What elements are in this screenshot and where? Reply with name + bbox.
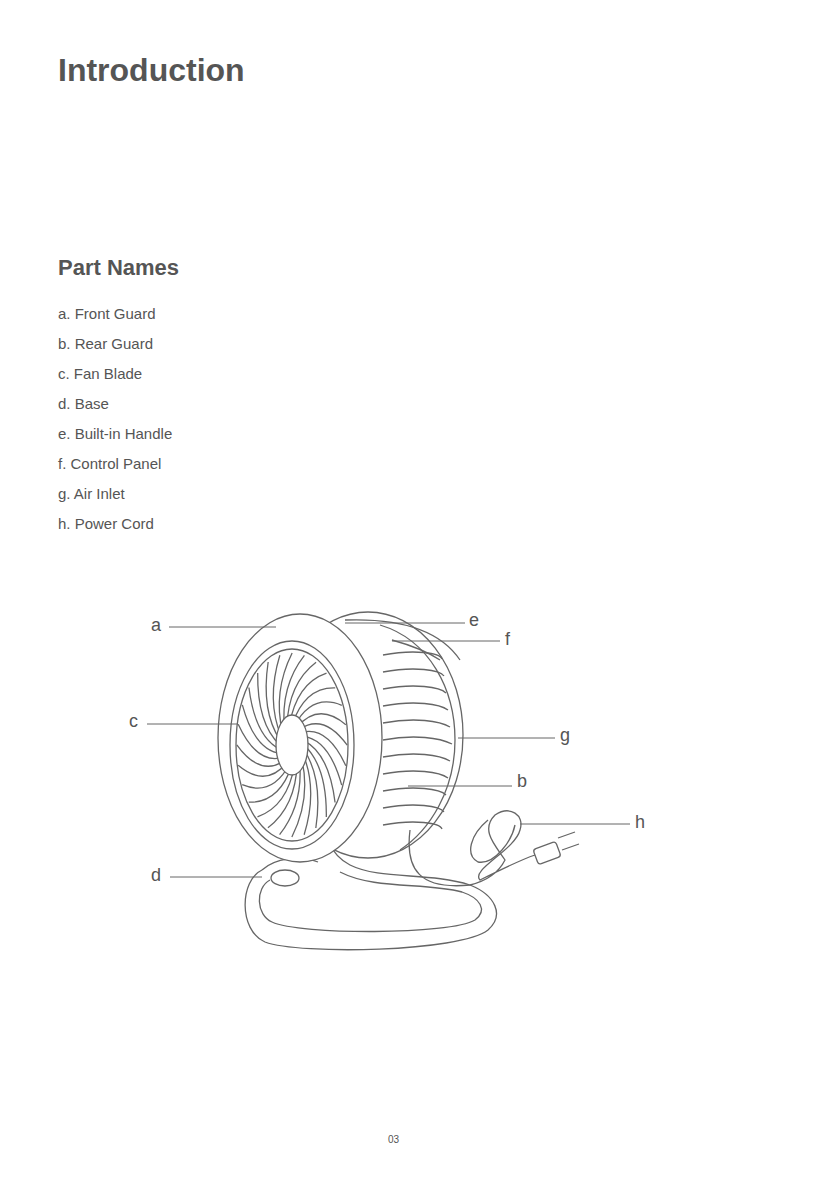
callout-letter: f — [505, 630, 510, 650]
part-name: f. Control Panel — [58, 456, 161, 473]
plug-prongs — [558, 832, 579, 850]
fan-blades — [237, 653, 347, 837]
part-name: e. Built-in Handle — [58, 426, 172, 443]
grill-ring — [236, 649, 348, 841]
page-number: 03 — [388, 1134, 399, 1145]
leader-line — [408, 786, 512, 787]
leader-line — [392, 641, 500, 642]
fan-drawing — [218, 612, 579, 950]
base-button — [271, 870, 299, 886]
callout-letter: b — [517, 772, 527, 792]
leader-line — [520, 824, 630, 825]
base-inner — [259, 872, 481, 932]
hub — [276, 715, 308, 775]
callout-letter: c — [129, 712, 138, 732]
part-name: d. Base — [58, 396, 109, 413]
leader-line — [345, 623, 465, 624]
cord-loop — [471, 820, 515, 862]
air-inlet-rim — [380, 625, 455, 850]
section-heading: Part Names — [58, 256, 179, 280]
inlet-slat — [383, 686, 446, 693]
callout-letter: d — [151, 866, 161, 886]
plug — [533, 841, 561, 864]
inlet-slat — [383, 737, 452, 744]
inlet-slat — [383, 754, 450, 761]
power-cord — [409, 811, 535, 886]
front-guard — [218, 614, 382, 862]
part-name: g. Air Inlet — [58, 486, 125, 503]
callout-letter: h — [635, 813, 645, 833]
callout-letter: e — [469, 611, 479, 631]
leader-line — [170, 877, 262, 878]
part-name: b. Rear Guard — [58, 336, 153, 353]
leader-line — [169, 627, 276, 628]
leader-line — [458, 738, 555, 739]
part-name: c. Fan Blade — [58, 366, 142, 383]
inlet-slat — [383, 669, 444, 676]
inlet-slat — [383, 805, 444, 812]
front-guard-inner — [230, 641, 354, 849]
callout-letter: a — [151, 616, 161, 636]
part-name: h. Power Cord — [58, 516, 154, 533]
air-inlet-slats — [383, 652, 452, 829]
handle-edge — [345, 620, 460, 660]
inlet-slat — [383, 720, 450, 727]
control-panel-edge — [392, 640, 440, 660]
callout-letter: g — [560, 726, 570, 746]
page-title: Introduction — [58, 52, 245, 89]
inlet-slat — [383, 771, 448, 778]
leader-lines — [147, 623, 630, 877]
inlet-slat — [383, 822, 442, 829]
leader-line — [147, 724, 238, 725]
part-name: a. Front Guard — [58, 306, 156, 323]
inlet-slat — [383, 788, 446, 795]
inlet-slat — [383, 703, 448, 710]
